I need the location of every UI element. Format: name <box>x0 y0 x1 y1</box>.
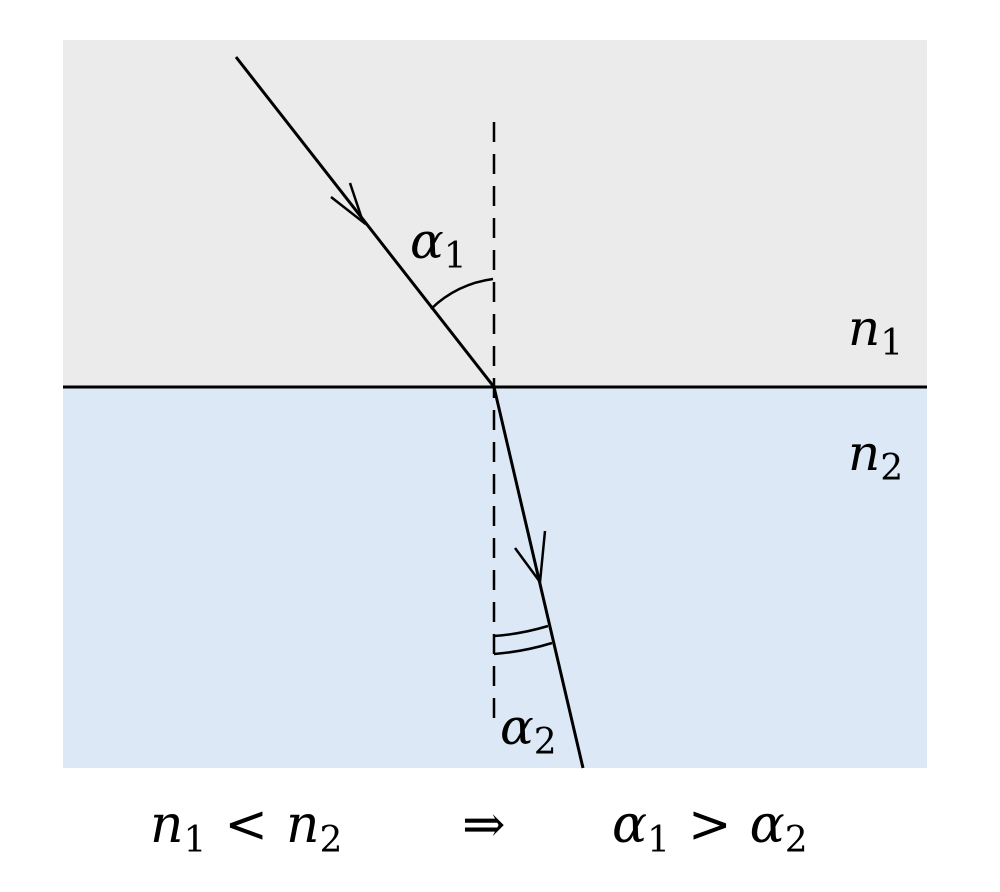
relation-right: α1>α2 <box>612 795 808 861</box>
medium-1-region <box>63 40 927 388</box>
angle-2-arc-inner <box>493 624 549 638</box>
angle-2-label: α2 <box>500 698 557 763</box>
implies-symbol: ⇒ <box>462 795 506 855</box>
refracted-arrow <box>513 530 547 586</box>
incident-ray <box>234 56 496 388</box>
angle-1-arc <box>430 277 494 310</box>
incident-arrow <box>330 182 366 226</box>
refracted-ray <box>492 386 585 769</box>
medium-2-label: n2 <box>848 424 903 489</box>
angle-2-arc-outer <box>493 641 553 656</box>
relation-left: n1<n2 <box>150 795 342 861</box>
angle-1-label: α1 <box>410 212 467 277</box>
medium-1-label: n1 <box>848 299 903 364</box>
